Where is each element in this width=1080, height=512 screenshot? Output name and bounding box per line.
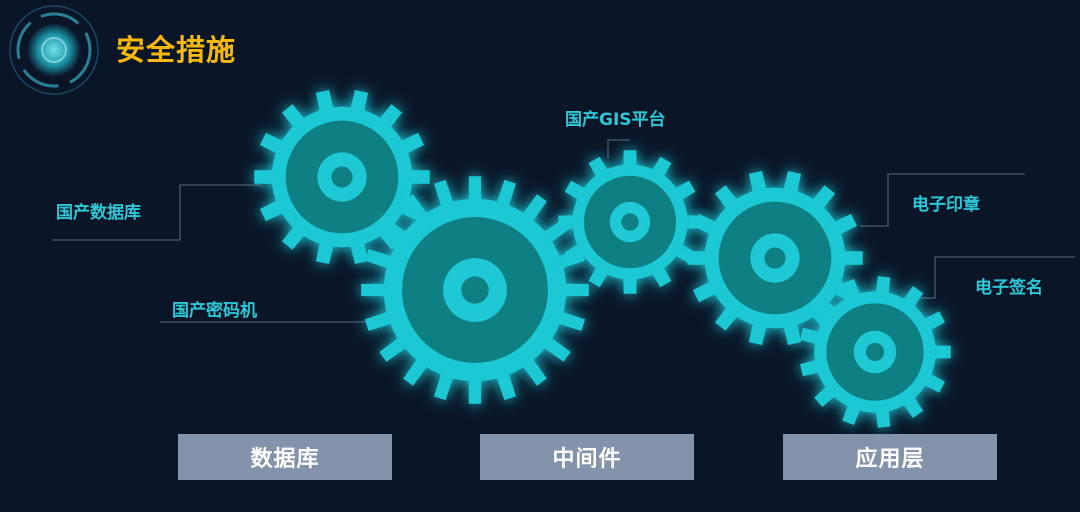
label-e-seal: 电子印章 bbox=[912, 195, 980, 215]
gear-gis-icon bbox=[558, 150, 702, 294]
leader-lines bbox=[52, 139, 1075, 323]
gear-crypto-icon bbox=[361, 176, 589, 404]
layer-application: 应用层 bbox=[783, 434, 997, 480]
layer-middleware: 中间件 bbox=[480, 434, 694, 480]
logo-icon bbox=[9, 5, 99, 95]
label-domestic-database: 国产数据库 bbox=[56, 203, 141, 223]
label-domestic-crypto: 国产密码机 bbox=[172, 301, 257, 321]
gear-e-signature-icon bbox=[800, 276, 951, 428]
layer-database: 数据库 bbox=[178, 434, 392, 480]
label-domestic-gis: 国产GIS平台 bbox=[565, 110, 666, 130]
label-e-signature: 电子签名 bbox=[975, 278, 1043, 298]
page-title: 安全措施 bbox=[116, 33, 237, 67]
